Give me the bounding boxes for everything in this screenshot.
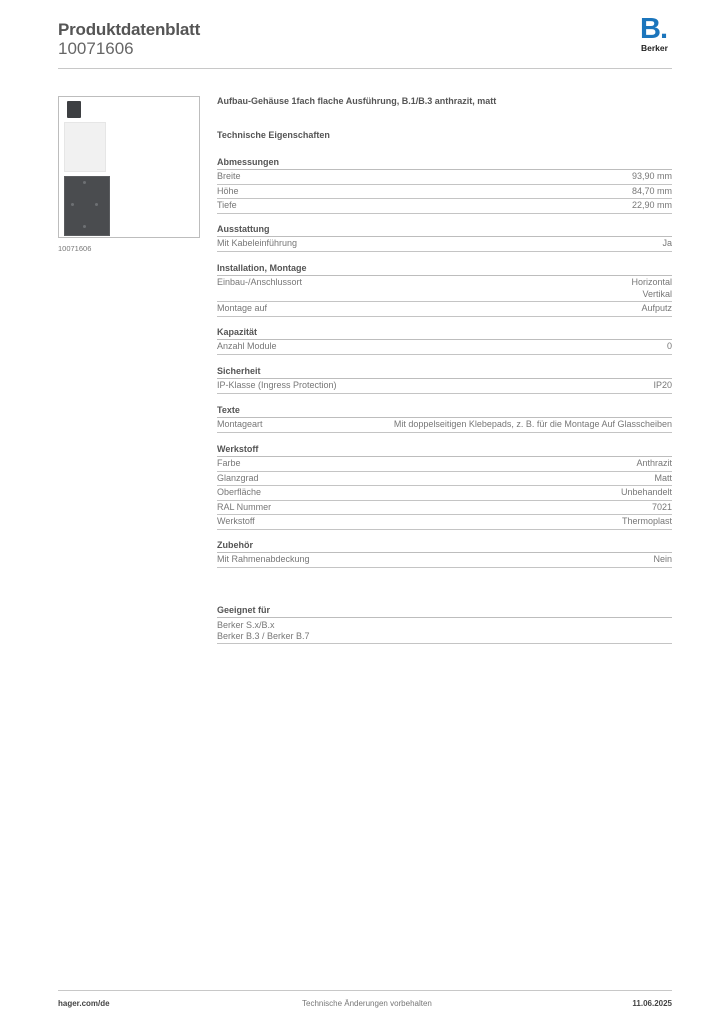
group-title: Sicherheit	[217, 365, 672, 379]
group-title: Texte	[217, 404, 672, 418]
screw-hole	[83, 181, 86, 184]
row-value: Anthrazit	[636, 458, 672, 468]
row-label: Mit Rahmenabdeckung	[217, 554, 310, 564]
row-value: Horizontal Vertikal	[631, 277, 672, 299]
screw-hole	[95, 203, 98, 206]
row-value: Unbehandelt	[620, 487, 672, 497]
table-row: Mit Kabeleinführung Ja	[217, 237, 672, 252]
row-label: Montage auf	[217, 303, 268, 313]
row-value: Ja	[662, 238, 672, 248]
footer-website: hager.com/de	[58, 999, 110, 1008]
row-label: Mit Kabeleinführung	[217, 238, 298, 248]
table-row: Höhe 84,70 mm	[217, 185, 672, 199]
suitable-for-section: Geeignet für Berker S.x/B.x Berker B.3 /…	[217, 604, 672, 644]
row-label: RAL Nummer	[217, 501, 272, 512]
group-title: Werkstoff	[217, 443, 672, 457]
logo-wordmark: Berker	[641, 43, 668, 53]
table-row: Montage auf Aufputz	[217, 302, 672, 317]
group-werkstoff: Werkstoff Farbe Anthrazit Glanzgrad Matt O…	[217, 443, 672, 530]
image-caption: 10071606	[58, 244, 92, 253]
row-value: Matt	[654, 472, 672, 483]
table-row: Tiefe 22,90 mm	[217, 199, 672, 214]
screw-hole	[71, 203, 74, 206]
group-ausstattung: Ausstattung Mit Kabeleinführung Ja	[217, 223, 672, 252]
row-label: Anzahl Module	[217, 341, 277, 351]
row-label: Glanzgrad	[217, 472, 259, 483]
table-row: Anzahl Module 0	[217, 340, 672, 355]
table-row: Oberfläche Unbehandelt	[217, 486, 672, 501]
row-label: Werkstoff	[217, 516, 255, 526]
page-title: Produktdatenblatt	[58, 20, 201, 39]
row-value: Nein	[653, 554, 672, 564]
logo-mark: B.	[640, 13, 668, 45]
surface-housing-part	[64, 176, 110, 236]
table-row: RAL Nummer 7021	[217, 501, 672, 515]
row-label: Oberfläche	[217, 487, 262, 497]
table-row: IP-Klasse (Ingress Protection) IP20	[217, 379, 672, 394]
group-title: Kapazität	[217, 326, 672, 340]
group-title: Geeignet für	[217, 604, 672, 618]
group-zubehoer: Zubehör Mit Rahmenabdeckung Nein	[217, 539, 672, 568]
group-texte: Texte Montageart Mit doppelseitigen Klebe…	[217, 404, 672, 433]
section-title: Technische Eigenschaften	[217, 130, 330, 140]
row-value: 22,90 mm	[631, 200, 672, 210]
row-label: Breite	[217, 171, 241, 181]
table-row: Werkstoff Thermoplast	[217, 515, 672, 530]
row-value: Thermoplast	[621, 516, 672, 526]
row-value: 93,90 mm	[631, 171, 672, 181]
row-value: Aufputz	[641, 303, 672, 313]
frame-part	[64, 122, 106, 172]
table-row: Farbe Anthrazit	[217, 457, 672, 472]
group-title: Installation, Montage	[217, 262, 672, 276]
group-title: Ausstattung	[217, 223, 672, 237]
berker-logo: B. Berker	[640, 13, 674, 54]
group-title: Zubehör	[217, 539, 672, 553]
row-label: Tiefe	[217, 200, 237, 210]
row-label: IP-Klasse (Ingress Protection)	[217, 380, 337, 390]
product-image	[58, 96, 200, 238]
row-label: Montageart	[217, 419, 263, 429]
table-row: Einbau-/Anschlussort Horizontal Vertikal	[217, 276, 672, 302]
row-label: Einbau-/Anschlussort	[217, 277, 303, 287]
group-sicherheit: Sicherheit IP-Klasse (Ingress Protection…	[217, 365, 672, 394]
screw-hole	[83, 225, 86, 228]
row-value: 7021	[651, 501, 672, 512]
table-row: Glanzgrad Matt	[217, 472, 672, 486]
table-row: Montageart Mit doppelseitigen Klebepads, …	[217, 418, 672, 433]
list-item: Berker S.x/B.x	[217, 620, 275, 630]
row-label: Höhe	[217, 185, 239, 196]
group-title: Abmessungen	[217, 156, 672, 170]
footer-date: 11.06.2025	[632, 999, 672, 1008]
row-label: Farbe	[217, 458, 241, 468]
row-value: 0	[666, 341, 672, 351]
table-row: Mit Rahmenabdeckung Nein	[217, 553, 672, 568]
product-title: Aufbau-Gehäuse 1fach flache Ausführung, …	[217, 96, 497, 106]
group-installation-montage: Installation, Montage Einbau-/Anschlusso…	[217, 262, 672, 317]
suitable-for-list: Berker S.x/B.x Berker B.3 / Berker B.7	[217, 618, 672, 644]
row-value: IP20	[653, 380, 672, 390]
cover-plate-part	[67, 101, 81, 118]
header-divider	[58, 68, 672, 69]
table-row: Breite 93,90 mm	[217, 170, 672, 185]
article-number: 10071606	[58, 39, 134, 58]
row-value: 84,70 mm	[631, 185, 672, 196]
row-value: Mit doppelseitigen Klebepads, z. B. für …	[393, 419, 672, 429]
list-item: Berker B.3 / Berker B.7	[217, 631, 310, 641]
footer-divider	[58, 990, 672, 991]
group-kapazitaet: Kapazität Anzahl Module 0	[217, 326, 672, 355]
footer-disclaimer: Technische Änderungen vorbehalten	[302, 999, 432, 1008]
